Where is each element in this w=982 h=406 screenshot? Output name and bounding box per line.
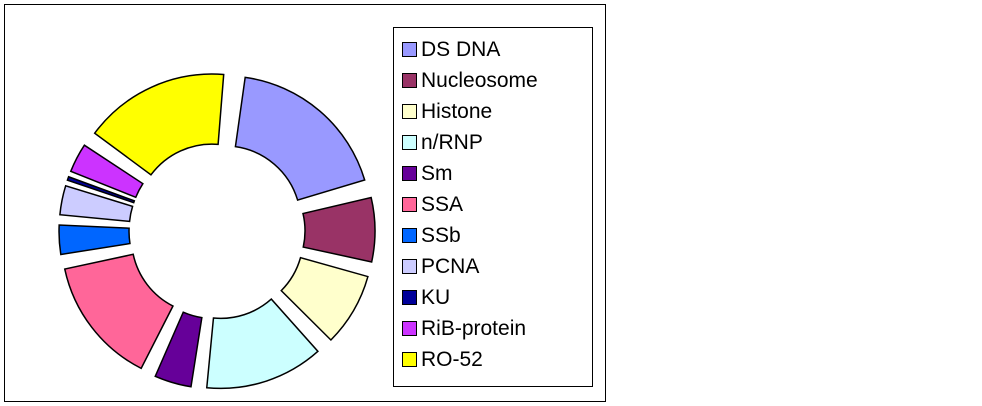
legend-item-n-rnp: n/RNP — [402, 127, 592, 158]
legend-item-histone: Histone — [402, 96, 592, 127]
legend-swatch-ssa — [402, 197, 417, 212]
legend-swatch-histone — [402, 104, 417, 119]
legend-swatch-sm — [402, 166, 417, 181]
legend-label-ku: KU — [421, 286, 451, 309]
legend-swatch-nucleosome — [402, 73, 417, 88]
legend-label-sm: Sm — [421, 162, 453, 185]
legend-label-ssa: SSA — [421, 193, 464, 216]
legend-label-ro-52: RO-52 — [421, 348, 483, 371]
donut-slice-n-rnp — [205, 298, 319, 390]
legend-item-ro-52: RO-52 — [402, 344, 592, 375]
legend-item-ds-dna: DS DNA — [402, 34, 592, 65]
donut-slice-rib-protein — [69, 144, 144, 199]
legend-swatch-ds-dna — [402, 42, 417, 57]
donut-slice-ku — [66, 175, 136, 204]
donut-slice-histone — [280, 256, 369, 342]
legend-swatch-ku — [402, 290, 417, 305]
legend-item-pcna: PCNA — [402, 251, 592, 282]
legend-swatch-n-rnp — [402, 135, 417, 150]
legend-item-ssa: SSA — [402, 189, 592, 220]
donut-chart — [58, 73, 376, 390]
legend-item-ku: KU — [402, 282, 592, 313]
donut-slice-pcna — [59, 184, 134, 223]
legend-item-ssb: SSb — [402, 220, 592, 251]
legend-label-nucleosome: Nucleosome — [421, 69, 538, 92]
legend-item-nucleosome: Nucleosome — [402, 65, 592, 96]
legend-swatch-rib-protein — [402, 321, 417, 336]
donut-slice-nucleosome — [302, 196, 376, 263]
donut-slice-ro-52 — [93, 73, 225, 176]
legend-label-pcna: PCNA — [421, 255, 480, 278]
legend-swatch-ssb — [402, 228, 417, 243]
legend-item-rib-protein: RiB-protein — [402, 313, 592, 344]
legend-label-ds-dna: DS DNA — [421, 38, 501, 61]
donut-slice-ssa — [63, 253, 174, 370]
donut-slice-sm — [154, 311, 203, 388]
legend-swatch-ro-52 — [402, 352, 417, 367]
legend-label-rib-protein: RiB-protein — [421, 317, 527, 340]
legend-label-n-rnp: n/RNP — [421, 131, 483, 154]
legend-item-sm: Sm — [402, 158, 592, 189]
legend-label-histone: Histone — [421, 100, 493, 123]
donut-slice-ds-dna — [234, 76, 366, 202]
donut-slice-ssb — [58, 224, 131, 256]
legend-swatch-pcna — [402, 259, 417, 274]
legend-label-ssb: SSb — [421, 224, 461, 247]
